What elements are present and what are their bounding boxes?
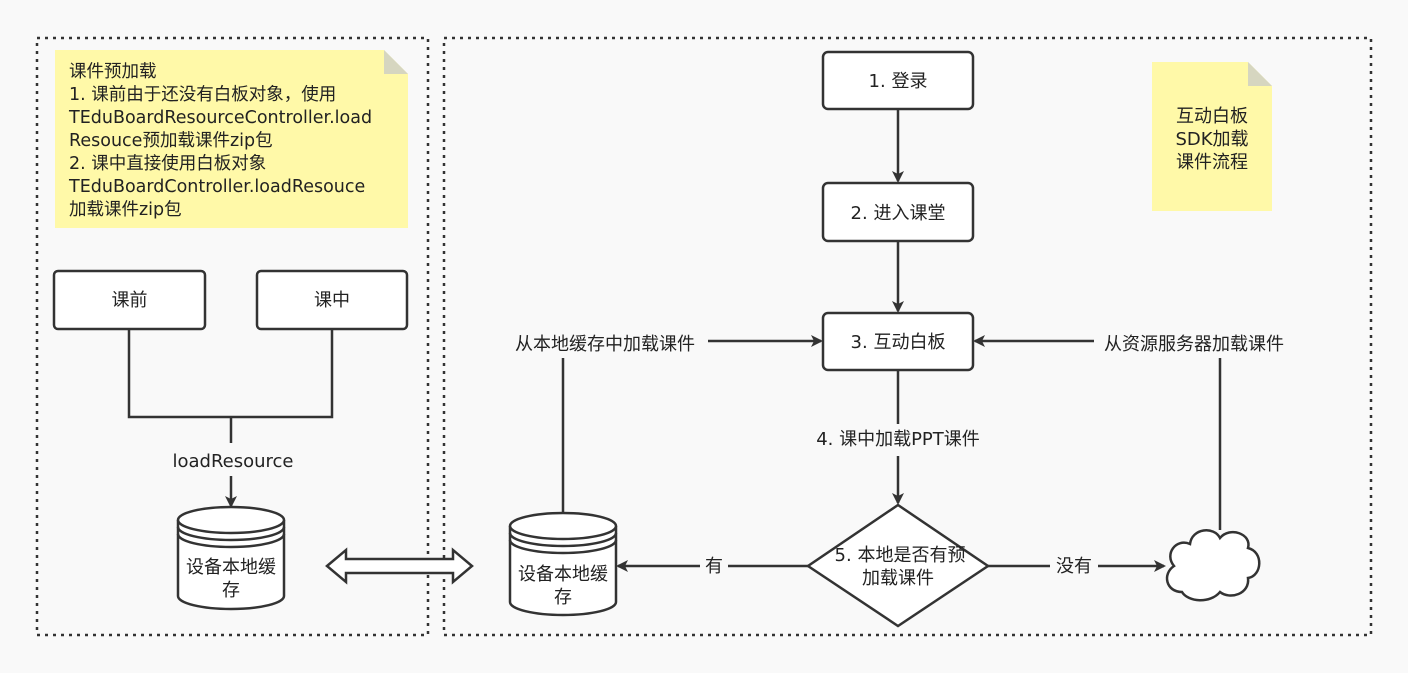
preload-note-line: 1. 课前由于还没有白板对象，使用 xyxy=(69,84,336,105)
preload-note-line: 课件预加载 xyxy=(69,62,157,82)
left-cache-node: 设备本地缓 存 xyxy=(176,505,286,611)
in-class-node: 课中 xyxy=(255,269,409,331)
load-ppt-label: 4. 课中加载PPT课件 xyxy=(816,429,980,450)
right-panel-frame xyxy=(442,36,1373,637)
sync-double-arrow xyxy=(325,547,474,585)
decision-label: 5. 本地是否有预 xyxy=(835,545,966,566)
no-label: 没有 xyxy=(1056,556,1092,577)
preload-note-line: TEduBoardResourceController.load xyxy=(68,108,372,128)
before-class-node: 课前 xyxy=(52,269,207,331)
flow-title-line: 课件流程 xyxy=(1176,152,1248,173)
preload-note-line: Resouce预加载课件zip包 xyxy=(69,131,273,151)
flow-title-line: SDK加载 xyxy=(1175,129,1248,150)
preload-note-line: 加载课件zip包 xyxy=(69,200,182,220)
whiteboard-label: 3. 互动白板 xyxy=(851,332,946,353)
enter-class-label: 2. 进入课堂 xyxy=(851,203,946,224)
decision-label: 加载课件 xyxy=(862,568,934,589)
whiteboard-node: 3. 互动白板 xyxy=(821,311,975,372)
preload-note-line: 2. 课中直接使用白板对象 xyxy=(69,153,266,174)
login-node: 1. 登录 xyxy=(821,50,975,111)
decision-node: 5. 本地是否有预 加载课件 xyxy=(805,503,991,628)
yes-label: 有 xyxy=(705,556,723,577)
flow-title-line: 互动白板 xyxy=(1176,106,1248,127)
right-cache-label: 设备本地缓 xyxy=(518,564,608,585)
right-cache-node: 设备本地缓 存 xyxy=(508,511,618,617)
enter-class-node: 2. 进入课堂 xyxy=(821,181,975,243)
login-label: 1. 登录 xyxy=(869,71,928,92)
cloud-icon xyxy=(1165,529,1261,602)
preload-note: 课件预加载 1. 课前由于还没有白板对象，使用 TEduBoardResourc… xyxy=(55,50,408,228)
left-cache-label: 设备本地缓 xyxy=(186,557,276,578)
right-cache-label: 存 xyxy=(554,587,572,608)
from-cache-label: 从本地缓存中加载课件 xyxy=(515,334,695,355)
merge-connector xyxy=(127,329,334,508)
in-class-label: 课中 xyxy=(314,290,350,311)
before-class-label: 课前 xyxy=(112,290,148,311)
preload-note-line: TEduBoardController.loadResouce xyxy=(68,177,365,197)
left-panel-frame xyxy=(35,36,430,637)
left-cache-label: 存 xyxy=(222,580,240,601)
from-server-label: 从资源服务器加载课件 xyxy=(1104,334,1284,355)
load-resource-label: loadResource xyxy=(172,451,293,472)
flow-title-note: 互动白板 SDK加载 课件流程 xyxy=(1152,62,1272,211)
